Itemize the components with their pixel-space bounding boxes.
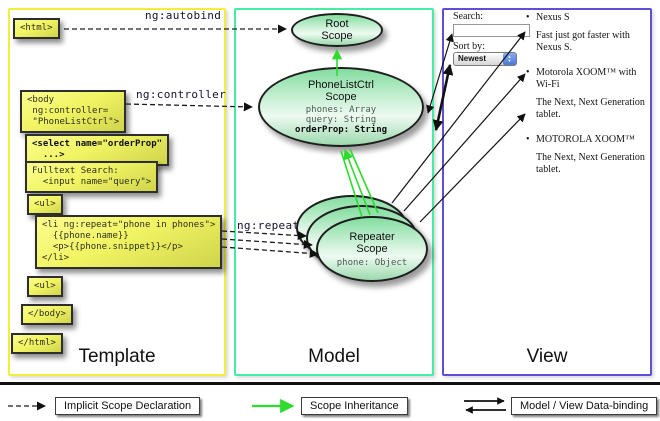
phone-snippet: The Next, Next Generation tablet. — [536, 152, 645, 175]
phone-snippet: The Next, Next Generation tablet. — [536, 97, 645, 120]
code-html-close: </html> — [11, 333, 63, 354]
model-column-title: Model — [308, 346, 360, 367]
phone-list: Nexus S Fast just got faster with Nexus … — [524, 12, 650, 189]
search-label: Search: — [453, 11, 483, 22]
search-input[interactable] — [453, 24, 530, 37]
repeater-scope-ellipse: Repeater Scope phone: Object — [316, 216, 428, 282]
model-column-frame — [234, 8, 434, 376]
list-item: MOTOROLA XOOM™ The Next, Next Generation… — [524, 134, 650, 176]
legend-separator-line — [0, 382, 660, 385]
dropdown-stepper-icon: ▲▼ — [503, 53, 516, 65]
sort-dropdown[interactable]: Newest ▲▼ — [453, 52, 517, 66]
root-scope-title: Root Scope — [321, 18, 353, 42]
prop-phone: phone: Object — [336, 257, 408, 268]
phonelistctrl-scope-ellipse: PhoneListCtrl Scope phones: Array query:… — [258, 67, 424, 147]
code-body-close: </body> — [21, 304, 73, 325]
root-scope-ellipse: Root Scope — [291, 13, 383, 47]
template-column-title: Template — [78, 346, 156, 367]
phone-snippet: Fast just got faster with Nexus S. — [536, 30, 630, 53]
label-ng-repeat: ng:repeat — [237, 219, 300, 232]
code-li-repeat: <li ng:repeat="phone in phones"> {{phone… — [35, 215, 223, 269]
legend-model-view-data-binding: Model / View Data-binding — [511, 397, 658, 415]
code-html-open: <html> — [13, 18, 60, 39]
prop-phones: phones: Array — [305, 105, 377, 115]
phone-name: Motorola XOOM™ with Wi-Fi — [524, 67, 650, 91]
sort-by-label: Sort by: — [453, 41, 485, 52]
code-body-open: <body ng:controller= "PhoneListCtrl"> — [20, 90, 127, 133]
phone-name: MOTOROLA XOOM™ — [524, 134, 650, 146]
legend-implicit-scope-declaration: Implicit Scope Declaration — [55, 397, 201, 415]
label-ng-autobind: ng:autobind — [145, 9, 222, 22]
list-item: Nexus S Fast just got faster with Nexus … — [524, 12, 650, 54]
sort-dropdown-value: Newest — [458, 54, 487, 63]
template-column-frame — [8, 8, 226, 376]
prop-query: query: String — [305, 115, 377, 125]
label-ng-controller: ng:controller — [136, 88, 226, 101]
phonelistctrl-scope-title: PhoneListCtrl Scope — [307, 79, 375, 103]
repeater-scope-title: Repeater Scope — [349, 230, 395, 255]
code-fulltext-search: Fulltext Search: <input name="query"> — [25, 161, 159, 193]
list-item: Motorola XOOM™ with Wi-Fi The Next, Next… — [524, 67, 650, 121]
phone-name: Nexus S — [524, 12, 650, 24]
legend-scope-inheritance: Scope Inheritance — [301, 397, 408, 415]
code-ul-open: <ul> — [27, 194, 63, 215]
code-ul-close: <ul> — [27, 276, 63, 297]
view-column-title: View — [526, 346, 568, 367]
prop-orderprop: orderProp: String — [294, 125, 388, 135]
